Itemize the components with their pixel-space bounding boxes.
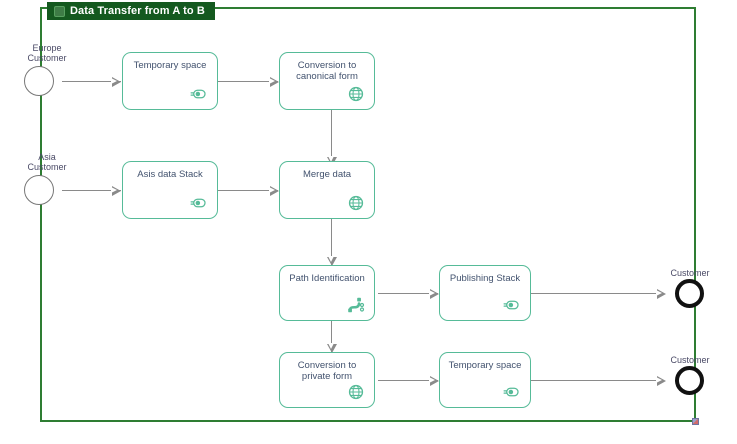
routing-path-icon (347, 296, 365, 314)
end-event-label-customer-bottom: Customer (670, 355, 710, 365)
flow-temporary-to-customer-bottom (531, 380, 661, 382)
flow-arrow-temporary-space-2 (429, 375, 439, 386)
task-label: Asis data Stack (137, 169, 203, 180)
service-stack-icon (503, 296, 521, 314)
task-temporary-space-2[interactable]: Temporary space (439, 352, 531, 408)
start-event-label-europe: Europe Customer (27, 43, 67, 63)
task-asis-data-stack[interactable]: Asis data Stack (122, 161, 218, 219)
flow-arrow-publishing-stack (429, 288, 439, 299)
service-stack-icon (190, 85, 208, 103)
end-event-label-customer-top: Customer (670, 268, 710, 278)
task-publishing-stack[interactable]: Publishing Stack (439, 265, 531, 321)
task-label: Merge data (302, 169, 352, 180)
globe-icon (347, 194, 365, 212)
service-stack-icon (190, 194, 208, 212)
flow-arrow-customer-top (656, 288, 666, 299)
start-event-asia-customer[interactable] (24, 175, 54, 205)
task-path-identification[interactable]: Path Identification (279, 265, 375, 321)
canvas-resize-handle[interactable] (692, 418, 699, 425)
task-label: Publishing Stack (449, 273, 521, 284)
globe-icon (347, 383, 365, 401)
flow-asia-to-asis-stack (62, 190, 121, 192)
task-label: Path Identification (289, 273, 365, 284)
flow-arrow-conversion-canonical (269, 76, 279, 87)
task-label: Temporary space (448, 360, 522, 371)
flow-arrow-path-identification (326, 256, 337, 266)
pool-title-tab[interactable]: Data Transfer from A to B (47, 2, 215, 20)
flow-europe-to-temporary-space (62, 81, 121, 83)
flow-conversion-to-merge (331, 110, 333, 165)
flow-path-to-conversion-private (331, 321, 333, 352)
globe-icon (347, 85, 365, 103)
start-event-label-asia: Asia Customer (27, 152, 67, 172)
end-event-customer-bottom[interactable] (675, 366, 704, 395)
flow-publishing-to-customer-top (531, 293, 661, 295)
flow-asis-stack-to-merge (218, 190, 278, 192)
task-conversion-canonical[interactable]: Conversion to canonical form (279, 52, 375, 110)
task-label: Conversion to private form (297, 360, 357, 382)
pool-data-transfer[interactable] (40, 7, 696, 422)
task-merge-data[interactable]: Merge data (279, 161, 375, 219)
service-stack-icon (503, 383, 521, 401)
flow-arrow-temporary-space-1 (111, 76, 121, 87)
flow-temporary-space-to-conversion (218, 81, 278, 83)
start-event-europe-customer[interactable] (24, 66, 54, 96)
flow-conversion-private-to-temporary (378, 380, 438, 382)
flow-merge-to-path (331, 219, 333, 265)
flow-arrow-merge-data-left (269, 185, 279, 196)
end-event-customer-top[interactable] (675, 279, 704, 308)
pool-tab-icon (54, 5, 65, 17)
flow-path-to-publishing (378, 293, 438, 295)
flow-arrow-customer-bottom (656, 375, 666, 386)
pool-title-label: Data Transfer from A to B (70, 5, 205, 17)
flow-arrow-conversion-private (326, 343, 337, 353)
task-label: Temporary space (133, 60, 207, 71)
task-conversion-private[interactable]: Conversion to private form (279, 352, 375, 408)
task-label: Conversion to canonical form (296, 60, 358, 82)
task-temporary-space-1[interactable]: Temporary space (122, 52, 218, 110)
flow-arrow-asis-data-stack (111, 185, 121, 196)
